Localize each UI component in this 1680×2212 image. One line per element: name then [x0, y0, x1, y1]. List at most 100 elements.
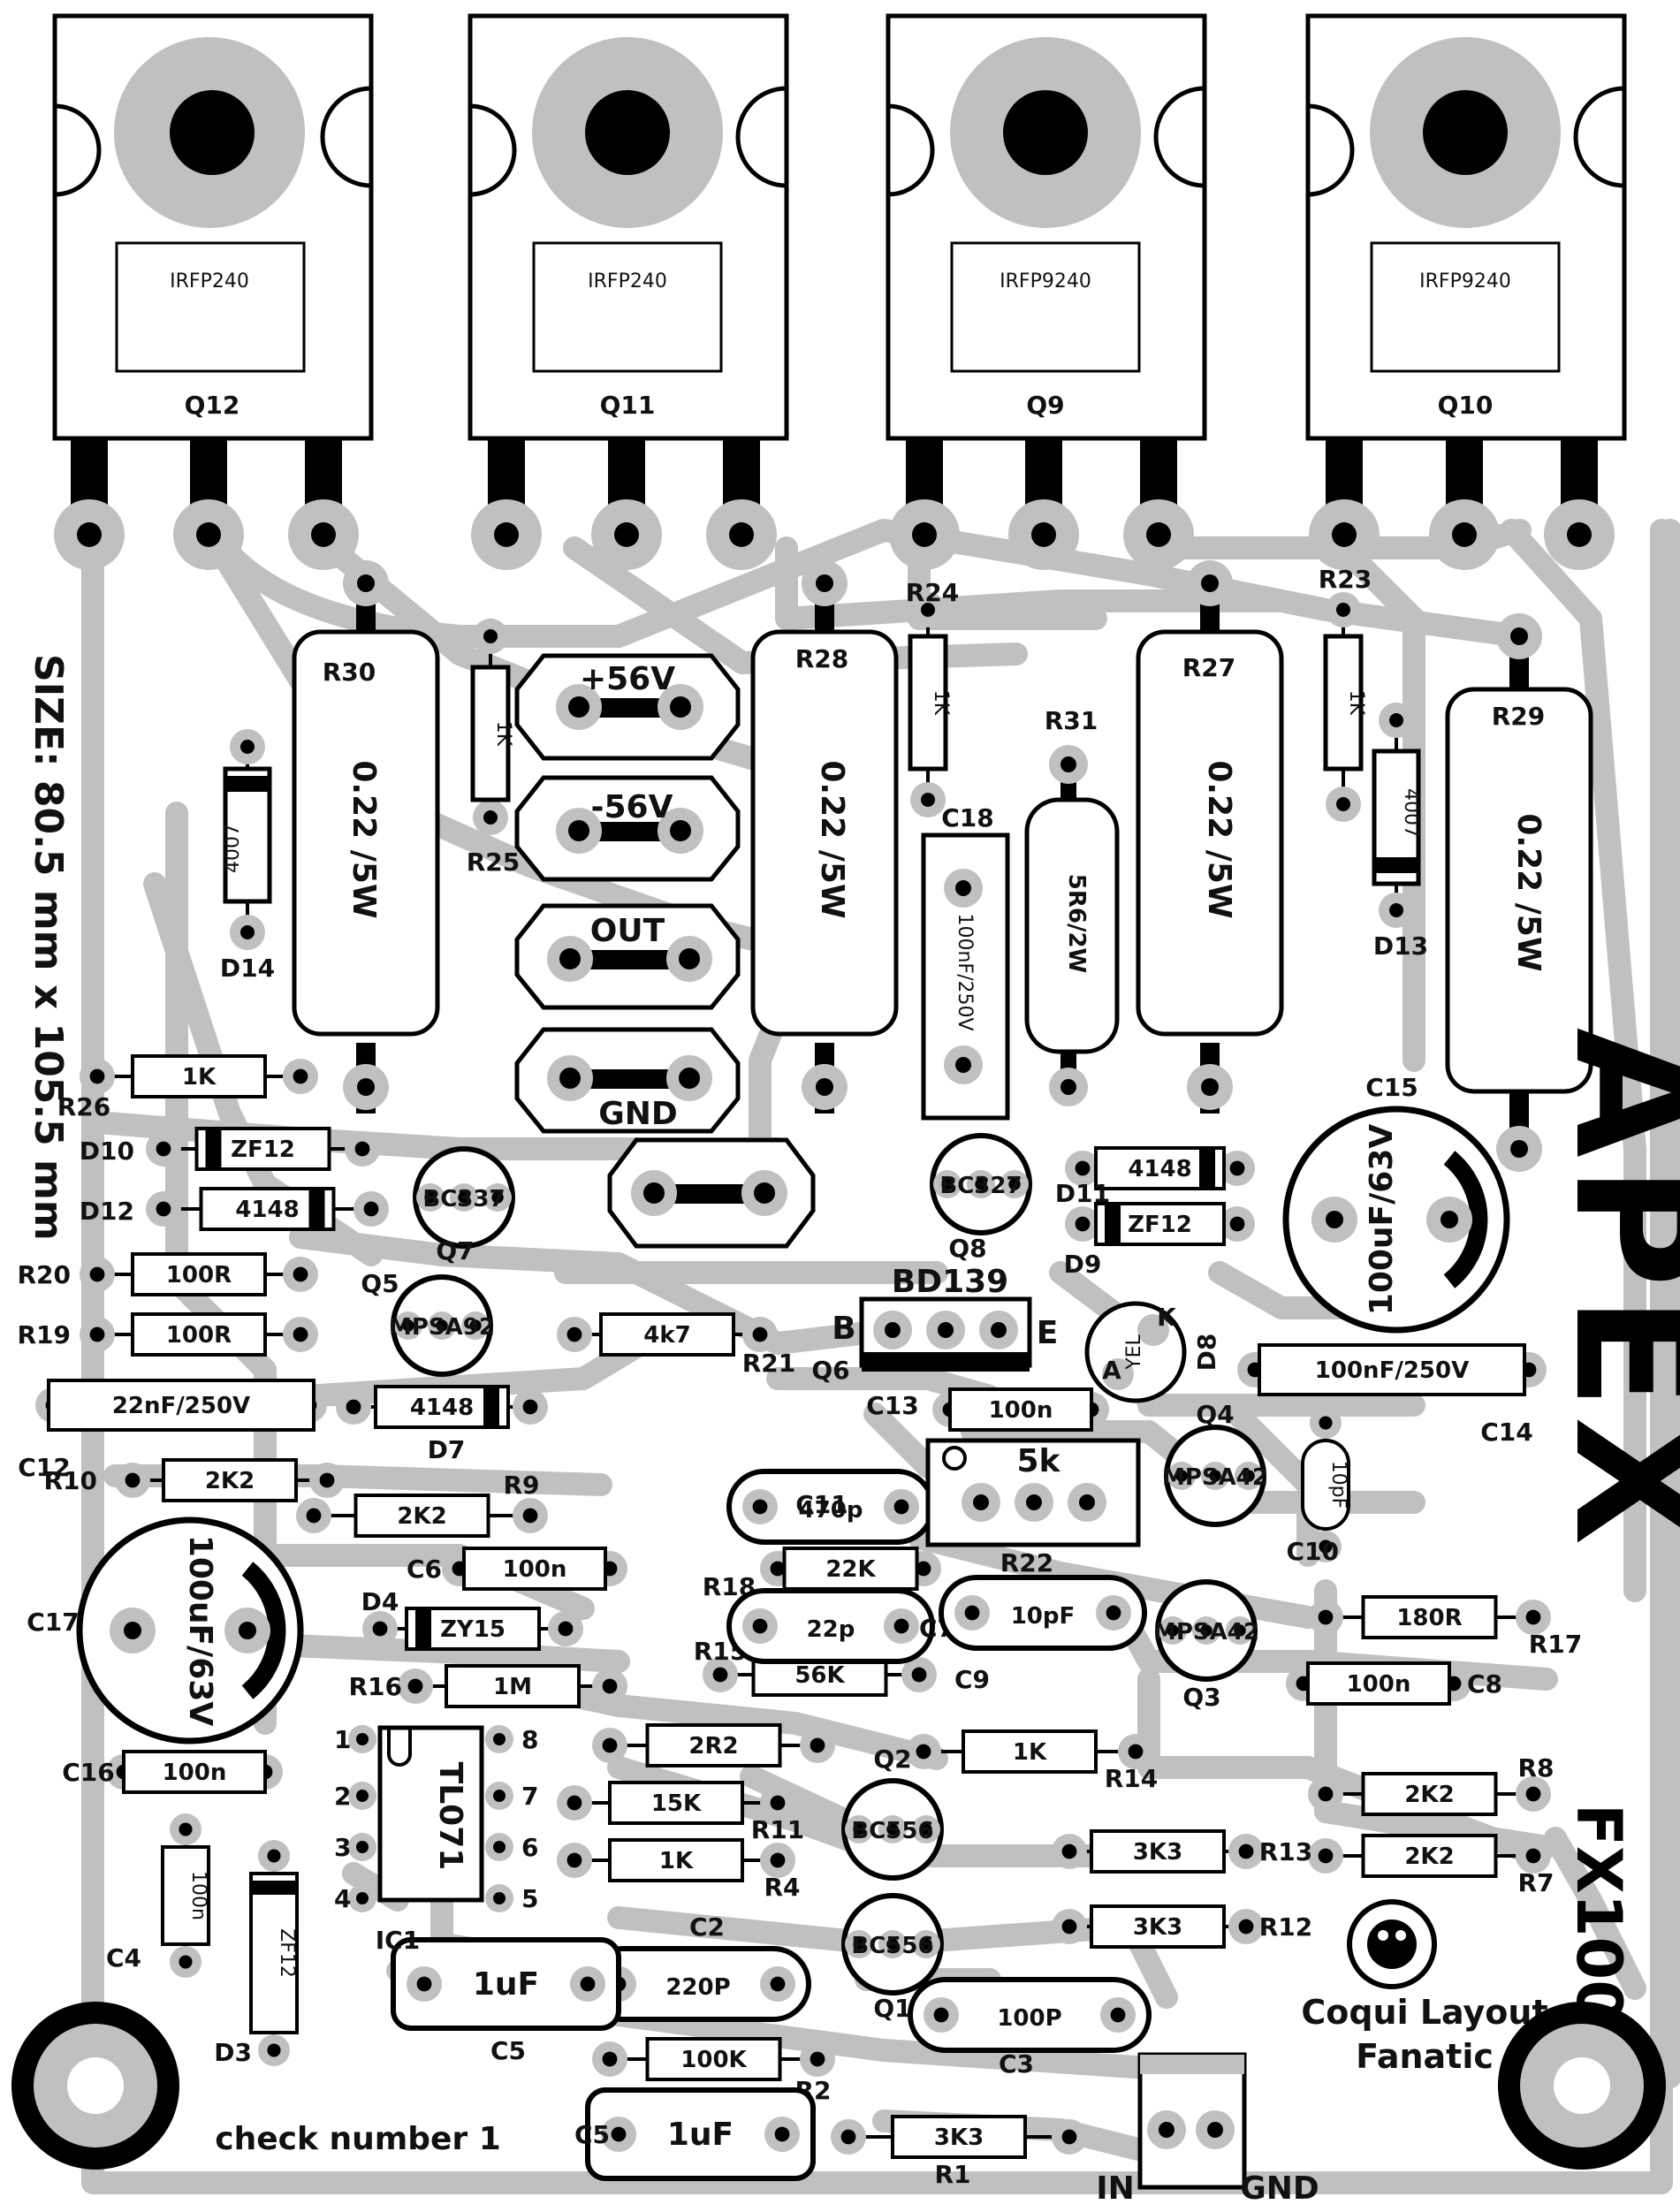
r14-ref: R14 [1105, 1764, 1159, 1793]
d14-ref: D14 [220, 954, 275, 983]
q1-ref: Q1 [873, 1994, 911, 2023]
capacitor-c18: 100nF/250V C18 [921, 803, 1010, 1121]
c2-value: 220P [665, 1974, 730, 2001]
r7-ref: R7 [1517, 1868, 1554, 1897]
transistor-q11: IRFP240 Q11 [468, 13, 789, 570]
r29-ref-label: R29 [1492, 702, 1546, 731]
q3-ref: Q3 [1182, 1683, 1220, 1712]
q2-part: BC556 [851, 1818, 933, 1844]
c10-ref: C10 [1286, 1537, 1339, 1566]
r20-value: 100R [166, 1262, 232, 1288]
d3-ref: D3 [214, 2038, 252, 2067]
transistor-q12: IRFP240 Q12 [52, 13, 374, 570]
r22-value: 5k [1017, 1443, 1061, 1479]
d10-ref: D10 [80, 1136, 134, 1166]
q4-part: MPSA42 [1162, 1464, 1268, 1491]
r9-value: 2K2 [397, 1503, 446, 1530]
c12-ref: C12 [18, 1453, 71, 1482]
d10-value: ZF12 [231, 1136, 295, 1163]
r9-ref: R9 [503, 1471, 539, 1500]
r13-ref: R13 [1259, 1837, 1313, 1866]
q10-part-label: IRFP9240 [1419, 270, 1511, 293]
d13-value: 4007 [1400, 788, 1422, 838]
r4-value: 1K [659, 1848, 694, 1874]
r30-value-label: 0.22 /5W [346, 760, 382, 918]
resistor-r24: 1K R24 [906, 578, 959, 817]
component-d10: ZF12 D10 [80, 1127, 380, 1171]
c17-ref: C17 [27, 1608, 80, 1637]
r13-value: 3K3 [1133, 1839, 1182, 1866]
q12-ref-label: Q12 [185, 391, 240, 420]
c18-ref: C18 [941, 803, 994, 832]
input-connector: IN GND [1096, 2052, 1319, 2207]
d4-ref: D4 [361, 1587, 399, 1616]
d8-pin-a: A [1102, 1356, 1121, 1385]
resistor-r23: 1K R23 [1319, 565, 1372, 822]
c15-value: 100uF/63V [1364, 1124, 1400, 1316]
d8-ref: D8 [1192, 1334, 1221, 1372]
diode-d14: 4007 D14 [220, 729, 275, 983]
coqui-line2: Fanatic [1356, 2037, 1494, 2076]
resistor-r27: R27 0.22 /5W [1136, 560, 1284, 1114]
q5-ref: Q5 [361, 1269, 399, 1298]
q11-ref-label: Q11 [600, 391, 656, 420]
c4-ref: C4 [106, 1943, 141, 1973]
c13-value: 100n [989, 1397, 1053, 1424]
transistor-q9: IRFP9240 Q9 [886, 13, 1207, 570]
d14-value: 4007 [222, 824, 244, 873]
r29-value-label: 0.22 /5W [1510, 813, 1547, 971]
r22-ref: R22 [1000, 1548, 1054, 1577]
d13-ref: D13 [1373, 931, 1428, 961]
r17-value: 180R [1396, 1605, 1462, 1631]
led-d8: YEL A K D8 [1084, 1301, 1221, 1403]
c16-value: 100n [163, 1760, 227, 1786]
ic1-tl071: 1 2 3 4 5 6 7 8 TL071 IC1 [334, 1725, 538, 1955]
c7-value: 22p [807, 1616, 855, 1643]
c17-value: 100uF/63V [182, 1535, 218, 1727]
d8-pin-k: K [1157, 1303, 1177, 1332]
terminal-gnd: GND [514, 1027, 741, 1134]
q2-ref: Q2 [873, 1745, 911, 1774]
ic1-pin2: 2 [334, 1782, 351, 1811]
ic1-pin8: 8 [521, 1725, 538, 1754]
check-note: check number 1 [215, 2121, 501, 2157]
transistor-q6-bd139: BD139 B E Q6 [811, 1264, 1058, 1385]
r10-ref: R10 [43, 1466, 97, 1495]
power-resistors: R30 0.22 /5W R28 0.22 /5W R27 0.22 /5W [292, 560, 1593, 1172]
ic1-pin4: 4 [334, 1884, 351, 1913]
brand-text: APEX [1538, 1028, 1680, 1554]
component-r9: 2K2 R9 [296, 1471, 548, 1538]
d9-value: ZF12 [1128, 1212, 1192, 1238]
r21-ref: R21 [742, 1349, 796, 1378]
label-out: OUT [590, 913, 665, 949]
r16-value: 1M [493, 1674, 532, 1700]
model-text: FX100 [1562, 1804, 1635, 2023]
r7-value: 2K2 [1404, 1843, 1454, 1870]
q12-part-label: IRFP240 [170, 270, 249, 293]
transistor-q10: IRFP9240 Q10 [1305, 13, 1627, 570]
d11-value: 4148 [1128, 1156, 1191, 1182]
c5b-ref: C5 [574, 2120, 610, 2149]
c14-value: 100nF/250V [1315, 1357, 1469, 1384]
